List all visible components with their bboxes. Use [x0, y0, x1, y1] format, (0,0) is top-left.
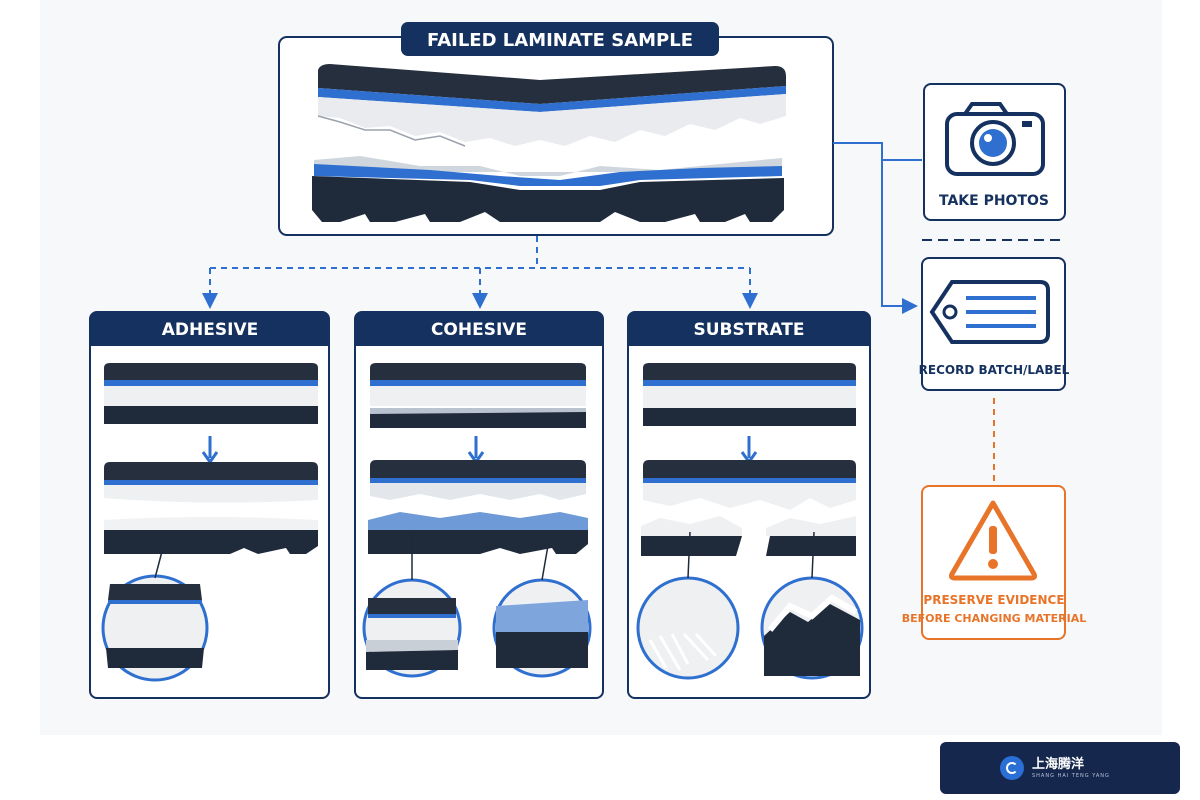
- panel-adhesive: ADHESIVE: [89, 311, 330, 699]
- warning-box: PRESERVE EVIDENCE BEFORE CHANGING MATERI…: [902, 485, 1086, 640]
- brand-badge: 上海腾洋 SHANG HAI TENG YANG: [940, 742, 1180, 794]
- record-batch-box: RECORD BATCH/LABEL: [919, 257, 1070, 391]
- main-sample-frame: FAILED LAMINATE SAMPLE: [278, 22, 834, 236]
- tag-icon: [929, 280, 1050, 344]
- record-batch-label: RECORD BATCH/LABEL: [919, 363, 1070, 377]
- warning-icon: [948, 500, 1038, 581]
- warning-line1: PRESERVE EVIDENCE: [923, 593, 1064, 607]
- panel-substrate: SUBSTRATE: [627, 311, 871, 699]
- panel-title-adhesive: ADHESIVE: [162, 320, 258, 340]
- brand-name-cn: 上海腾洋: [1032, 757, 1085, 772]
- take-photos-label: TAKE PHOTOS: [939, 193, 1049, 209]
- camera-icon: [945, 102, 1045, 176]
- upper-layer-illustration: [317, 64, 786, 147]
- panel-title-cohesive: COHESIVE: [431, 320, 527, 340]
- warning-line2: BEFORE CHANGING MATERIAL: [902, 612, 1086, 625]
- panel-title-substrate: SUBSTRATE: [694, 320, 805, 340]
- dashed-connectors: [202, 236, 758, 309]
- panel-cohesive: COHESIVE: [354, 311, 604, 699]
- take-photos-box: TAKE PHOTOS: [923, 83, 1066, 221]
- brand-logo: [1000, 756, 1024, 780]
- right-connectors: [833, 142, 1066, 484]
- lower-layer-illustration: [312, 156, 784, 222]
- main-title: FAILED LAMINATE SAMPLE: [427, 30, 693, 51]
- brand-name-en: SHANG HAI TENG YANG: [1032, 773, 1110, 779]
